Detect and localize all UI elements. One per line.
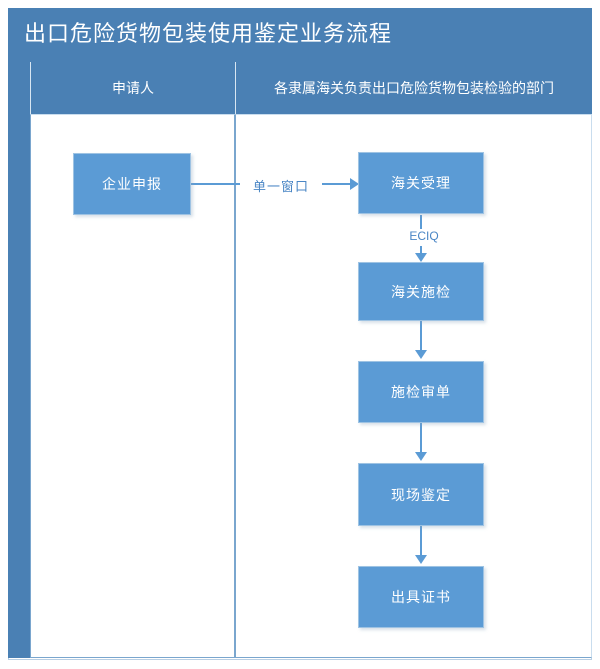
page-title: 出口危险货物包装使用鉴定业务流程 xyxy=(24,21,393,46)
edge-2-line-bottom xyxy=(420,246,422,255)
edge-5-line xyxy=(420,525,422,556)
edge-2-label: ECIQ xyxy=(401,229,447,243)
edge-1-line-right xyxy=(318,183,352,185)
edge-3-line xyxy=(420,320,422,351)
lane-spine xyxy=(8,62,30,658)
edge-1-arrowhead-icon xyxy=(350,178,359,190)
lane-header-applicant: 申请人 xyxy=(30,62,235,114)
node-inspection-document-review[interactable]: 施检审单 xyxy=(358,361,484,423)
edge-4-line xyxy=(420,422,422,453)
edge-1-line-left xyxy=(190,183,242,185)
node-enterprise-declaration[interactable]: 企业申报 xyxy=(73,153,191,215)
edge-3-arrowhead-icon xyxy=(415,350,427,359)
node-issue-certificate[interactable]: 出具证书 xyxy=(358,566,484,628)
title-band: 出口危险货物包装使用鉴定业务流程 xyxy=(8,8,592,62)
node-customs-inspection[interactable]: 海关施检 xyxy=(358,262,484,321)
edge-2-line-top xyxy=(420,215,422,229)
node-onsite-appraisal[interactable]: 现场鉴定 xyxy=(358,463,484,526)
node-customs-acceptance[interactable]: 海关受理 xyxy=(358,152,484,214)
edge-4-arrowhead-icon xyxy=(415,452,427,461)
lane-header-customs-dept: 各隶属海关负责出口危险货物包装检验的部门 xyxy=(235,62,592,114)
edge-5-arrowhead-icon xyxy=(415,555,427,564)
edge-2-arrowhead-icon xyxy=(415,253,427,262)
edge-1-label: 单一窗口 xyxy=(240,176,322,195)
